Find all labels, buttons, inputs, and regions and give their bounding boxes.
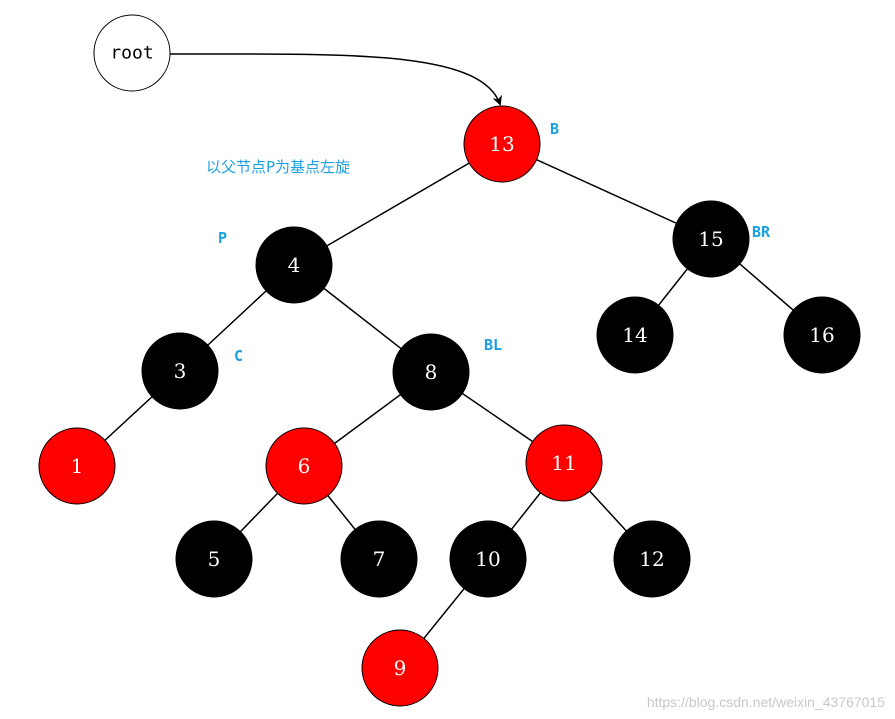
node-label-8: 8 (425, 360, 438, 384)
caption: 以父节点P为基点左旋 (206, 158, 350, 176)
tree-node-12: 12 (613, 520, 691, 598)
annotation-bl: BL (484, 336, 502, 354)
node-label-16: 16 (809, 323, 834, 347)
node-label-1: 1 (71, 454, 84, 478)
watermark: https://blog.csdn.net/weixin_43767015 (647, 694, 885, 710)
node-circle-15 (672, 200, 750, 278)
tree-node-5: 5 (175, 520, 253, 598)
root-label: root (110, 43, 153, 64)
tree-node-8: 8 (392, 333, 470, 411)
node-annotations: B P BR C BL (218, 120, 771, 365)
node-label-12: 12 (639, 547, 664, 571)
node-label-4: 4 (288, 253, 301, 277)
annotation-br: BR (752, 223, 771, 241)
node-label-11: 11 (551, 451, 576, 475)
tree-node-15: 15 (672, 200, 750, 278)
node-circle-3 (141, 332, 219, 410)
node-circle-1 (38, 427, 116, 505)
edge-13-4 (293, 143, 503, 266)
node-label-9: 9 (394, 656, 407, 680)
annotation-c: C (234, 347, 243, 365)
node-label-14: 14 (622, 323, 647, 347)
tree-node-6: 6 (265, 427, 343, 505)
node-label-13: 13 (489, 132, 514, 156)
node-circle-12 (613, 520, 691, 598)
tree-node-3: 3 (141, 332, 219, 410)
tree-node-14: 14 (596, 296, 674, 374)
root-node (93, 14, 171, 92)
node-label-5: 5 (208, 547, 221, 571)
tree-node-1: 1 (38, 427, 116, 505)
node-circle-9 (361, 629, 439, 707)
tree-node-11: 11 (525, 424, 603, 502)
annotation-b: B (550, 120, 559, 138)
tree-node-4: 4 (255, 226, 333, 304)
root-arrow (169, 53, 502, 106)
node-circle-7 (340, 520, 418, 598)
node-circle-11 (525, 424, 603, 502)
node-label-3: 3 (174, 359, 187, 383)
tree-node-13: 13 (463, 105, 541, 183)
node-circle-8 (392, 333, 470, 411)
node-circle-14 (596, 296, 674, 374)
node-circle-5 (175, 520, 253, 598)
root-pointer: root (93, 14, 502, 106)
node-circle-10 (449, 520, 527, 598)
node-circle-16 (783, 296, 861, 374)
tree-node-10: 10 (449, 520, 527, 598)
node-label-6: 6 (298, 454, 311, 478)
node-label-15: 15 (698, 227, 723, 251)
node-circle-6 (265, 427, 343, 505)
tree-node-7: 7 (340, 520, 418, 598)
node-circle-4 (255, 226, 333, 304)
node-circle-13 (463, 105, 541, 183)
tree-node-9: 9 (361, 629, 439, 707)
annotation-p: P (218, 229, 227, 247)
node-label-7: 7 (373, 547, 386, 571)
node-label-10: 10 (475, 547, 500, 571)
tree-node-16: 16 (783, 296, 861, 374)
